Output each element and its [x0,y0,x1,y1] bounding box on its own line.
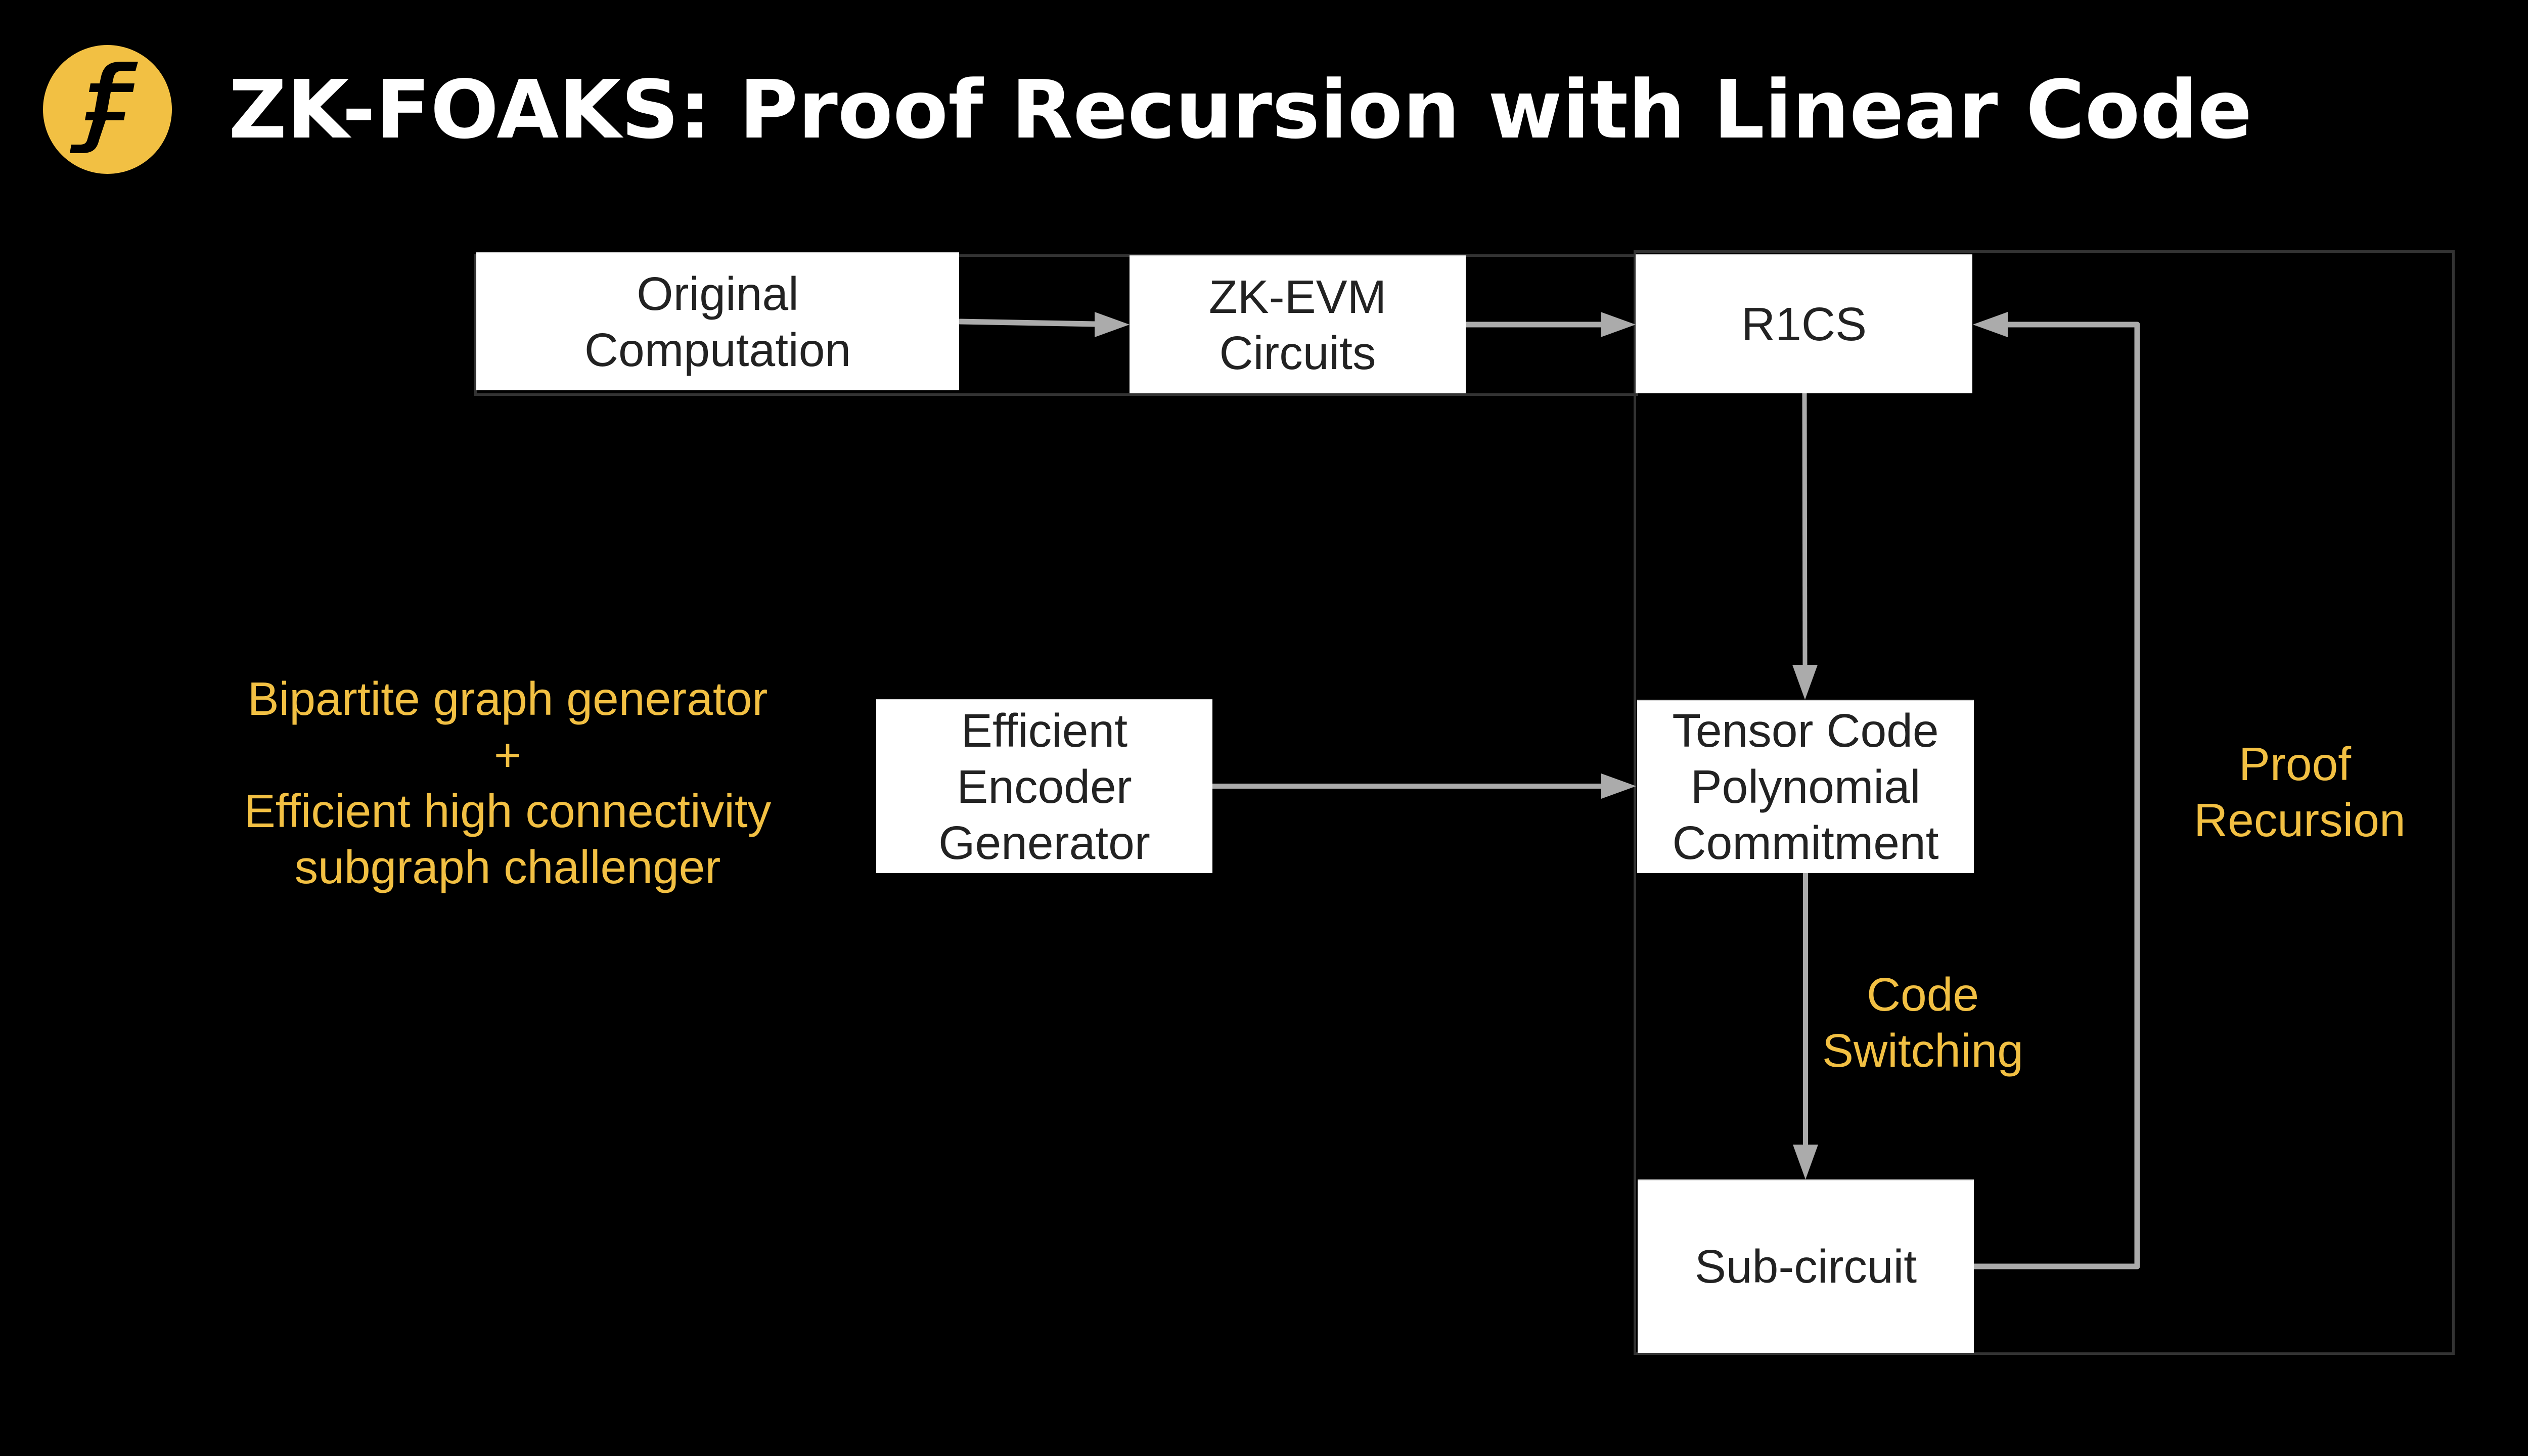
node-label: Sub-circuit [1694,1240,1917,1293]
node-tensor-code-polynomial-commitment[interactable]: Tensor Code Polynomial Commitment [1637,700,1974,873]
arrow-encoder-to-tensor [1212,774,1636,799]
node-efficient-encoder-generator[interactable]: Efficient Encoder Generator [876,699,1212,873]
node-label: R1CS [1741,298,1867,350]
label-code-switching: Code Switching [1822,968,2024,1077]
node-label: Tensor Code Polynomial Commitment [1672,704,1939,869]
node-r1cs[interactable]: R1CS [1636,254,1972,393]
node-sub-circuit[interactable]: Sub-circuit [1638,1179,1974,1353]
node-original-computation[interactable]: Original Computation [476,252,959,390]
recursion-loop-frame [1634,250,2455,1355]
logo-badge [43,45,172,174]
slide-title: ZK-FOAKS: Proof Recursion with Linear Co… [229,63,2252,157]
node-label: Efficient Encoder Generator [938,704,1150,869]
label-proof-recursion: Proof Recursion [2194,738,2406,846]
node-label: Original Computation [584,267,851,376]
node-zk-evm-circuits[interactable]: ZK-EVM Circuits [1130,255,1466,393]
integral-f-icon [70,62,138,153]
left-note-bipartite-graph: Bipartite graph generator + Efficient hi… [244,672,772,893]
node-label: ZK-EVM Circuits [1208,270,1387,379]
